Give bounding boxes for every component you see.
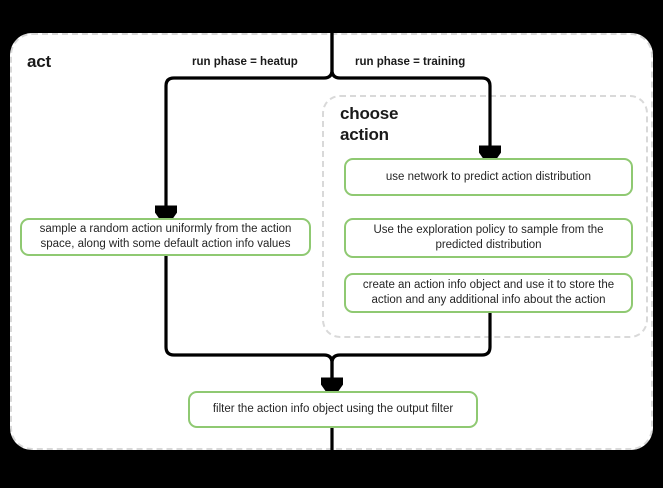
node-filter-output[interactable]: filter the action info object using the …: [188, 391, 478, 428]
group-choose-action-title: choose action: [340, 104, 399, 144]
node-create-action-info[interactable]: create an action info object and use it …: [344, 273, 633, 313]
edge-label-training: run phase = training: [355, 56, 466, 68]
edge-label-heatup: run phase = heatup: [192, 56, 298, 68]
node-sample-random-action[interactable]: sample a random action uniformly from th…: [20, 218, 311, 256]
node-use-network[interactable]: use network to predict action distributi…: [344, 158, 633, 196]
group-act-title: act: [27, 52, 51, 71]
node-exploration-policy[interactable]: Use the exploration policy to sample fro…: [344, 218, 633, 258]
